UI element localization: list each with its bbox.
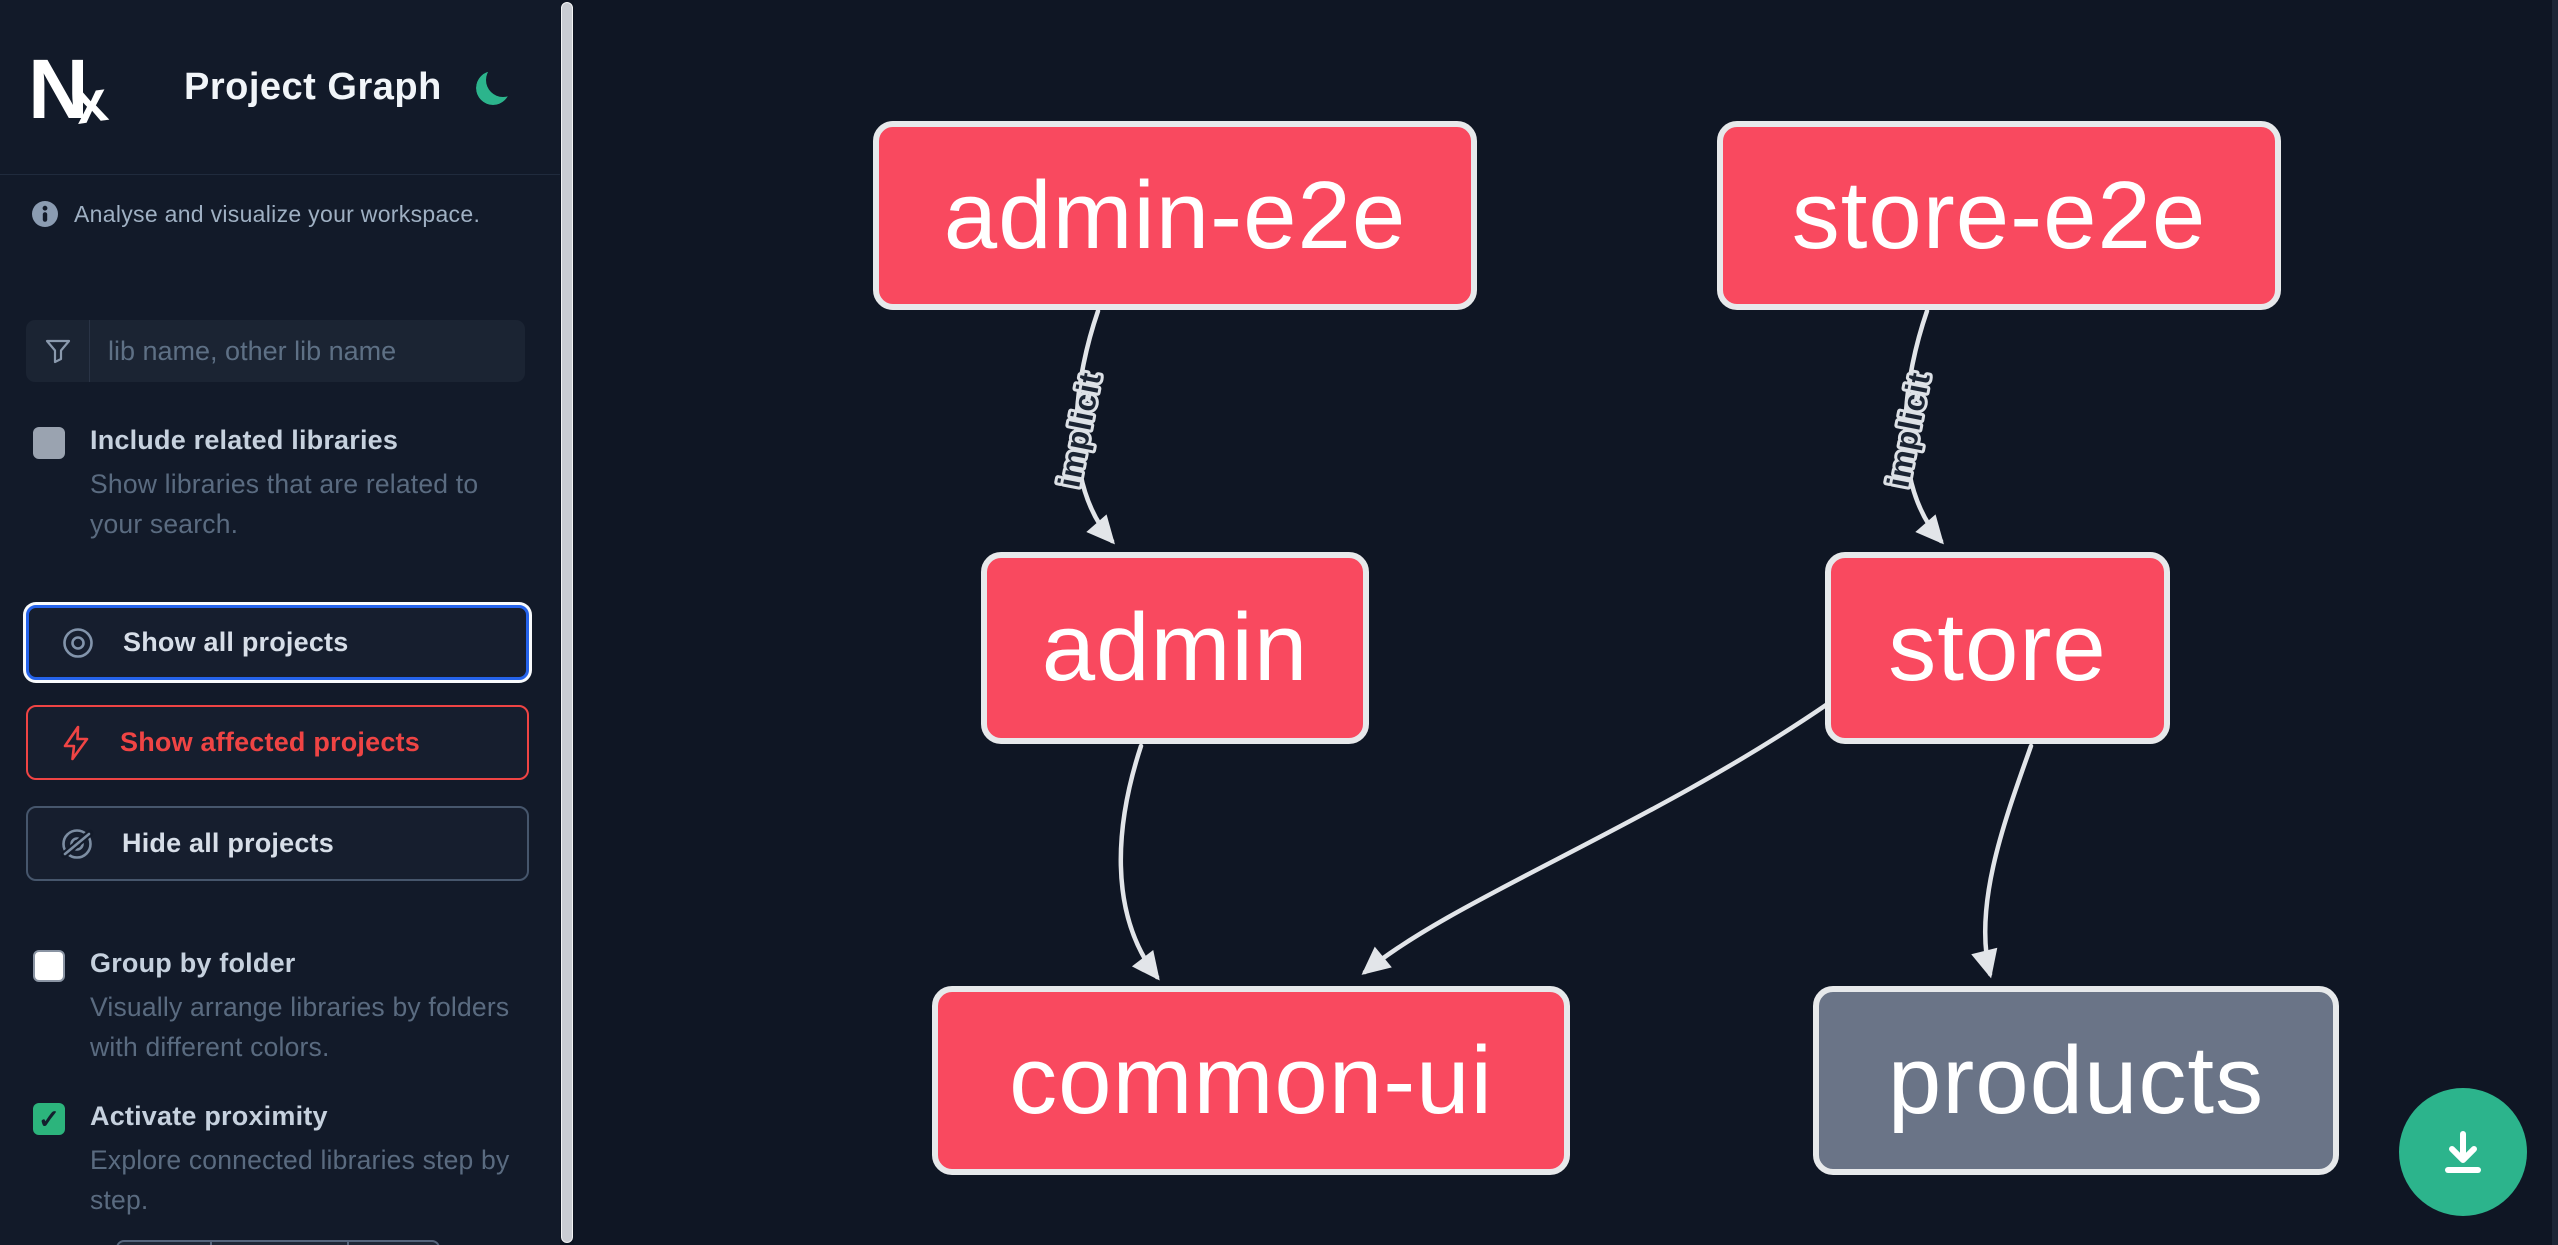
- download-image-button[interactable]: [2399, 1088, 2527, 1216]
- toggle-activate-proximity: ✓ Activate proximity Explore connected l…: [33, 1101, 527, 1220]
- graph-node-products[interactable]: products: [1813, 986, 2339, 1175]
- library-filter-input[interactable]: [90, 320, 525, 382]
- edge-admin-e2e-admin: [1074, 308, 1115, 545]
- toggle-label: Group by folder: [90, 948, 296, 978]
- toggle-include-related: Include related libraries Show libraries…: [33, 425, 527, 544]
- toggle-label: Activate proximity: [90, 1101, 328, 1131]
- graph-node-admin[interactable]: admin: [981, 552, 1369, 744]
- sidebar-scrollbar-thumb[interactable]: [561, 2, 573, 1243]
- proximity-decrement-button[interactable]: [118, 1242, 212, 1245]
- toggle-label: Include related libraries: [90, 425, 399, 455]
- page-scrollbar-track[interactable]: [2552, 0, 2558, 1245]
- include-related-checkbox[interactable]: [33, 427, 65, 459]
- show-affected-projects-button[interactable]: Show affected projects: [26, 705, 529, 780]
- show-all-projects-button[interactable]: Show all projects: [26, 605, 529, 680]
- app-title: Project Graph: [184, 66, 442, 108]
- edge-store-common-ui: [1361, 700, 1832, 975]
- info-icon: [31, 200, 59, 228]
- graph-node-store[interactable]: store: [1825, 552, 2170, 744]
- edge-store-products: [1971, 743, 2034, 979]
- tagline: Analyse and visualize your workspace.: [74, 200, 481, 227]
- edge-label-implicit: implicit: [1051, 369, 1108, 490]
- proximity-value: [212, 1242, 349, 1245]
- download-icon: [2433, 1122, 2493, 1182]
- edge-store-e2e-store: [1903, 308, 1944, 545]
- eye-off-icon: [58, 825, 96, 863]
- graph-node-common-ui[interactable]: common-ui: [932, 986, 1570, 1175]
- toggle-description: Explore connected libraries step by step…: [90, 1145, 510, 1215]
- filter-icon: [26, 320, 90, 382]
- edge-admin-common-ui: [1118, 743, 1160, 981]
- graph-node-admin-e2e[interactable]: admin-e2e: [873, 121, 1477, 310]
- theme-toggle-moon-icon[interactable]: [476, 71, 510, 105]
- proximity-stepper: [116, 1240, 440, 1245]
- toggle-description: Visually arrange libraries by folders wi…: [90, 992, 510, 1062]
- eye-icon: [59, 624, 97, 662]
- toggle-description: Show libraries that are related to your …: [90, 469, 479, 539]
- search-box: [26, 320, 525, 382]
- graph-node-store-e2e[interactable]: store-e2e: [1717, 121, 2281, 310]
- check-icon: ✓: [38, 1104, 60, 1134]
- toggle-group-by-folder: Group by folder Visually arrange librari…: [33, 948, 527, 1067]
- activate-proximity-checkbox[interactable]: ✓: [33, 1103, 65, 1135]
- hide-all-projects-button[interactable]: Hide all projects: [26, 806, 529, 881]
- bolt-icon: [58, 724, 94, 762]
- sidebar-scrollbar: [560, 0, 574, 1245]
- group-by-folder-checkbox[interactable]: [33, 950, 65, 982]
- edge-label-implicit: implicit: [1880, 369, 1937, 490]
